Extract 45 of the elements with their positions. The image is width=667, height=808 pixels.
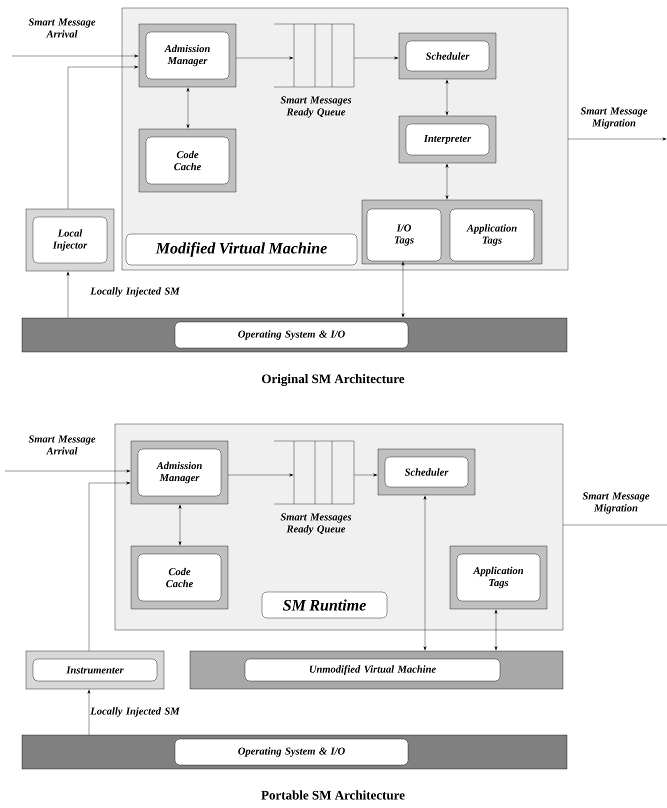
component-box: Code Cache xyxy=(130,546,228,610)
arrow xyxy=(402,262,404,318)
component-box: Scheduler xyxy=(378,448,476,496)
diagram-caption: Original SM Architecture xyxy=(262,374,404,386)
component-box: I/O Tags xyxy=(366,208,442,262)
queue-label: Smart Messages Ready Queue xyxy=(280,96,352,118)
layer-bar: Unmodified Virtual Machine xyxy=(190,650,564,690)
arrow xyxy=(12,54,138,58)
queue-label: Smart Messages Ready Queue xyxy=(280,513,352,535)
edge-label: Locally Injected SM xyxy=(90,707,180,717)
arrow xyxy=(88,690,90,735)
component-box: Scheduler xyxy=(398,32,496,80)
component-box: Admission Manager xyxy=(130,440,228,504)
edge-label: Smart Message Migration xyxy=(580,107,648,129)
queue-drawing xyxy=(274,24,354,88)
edge-label: Smart Message Migration xyxy=(582,492,650,514)
arrow xyxy=(178,504,182,546)
arrow xyxy=(228,474,294,477)
diagram-caption: Portable SM Architecture xyxy=(261,790,405,800)
arrow xyxy=(186,88,190,128)
arrow xyxy=(354,56,398,60)
edge-label: Locally Injected SM xyxy=(90,287,180,297)
arrow xyxy=(66,272,70,318)
layer-bar: Operating System & I/O xyxy=(22,318,568,352)
arrow xyxy=(446,80,449,116)
component-box: Local Injector xyxy=(26,208,114,272)
layer-bar: Operating System & I/O xyxy=(22,734,568,770)
component-box: Code Cache xyxy=(138,128,236,192)
arrow xyxy=(236,56,294,60)
component-box: Application Tags xyxy=(450,208,534,262)
component-box: Instrumenter xyxy=(26,650,164,690)
component-box: Admission Manager xyxy=(138,24,236,88)
arrow xyxy=(68,66,138,209)
arrow xyxy=(446,164,449,200)
queue-drawing xyxy=(274,440,354,504)
edge-label: Smart Message Arrival xyxy=(28,435,96,455)
arrow xyxy=(4,470,130,472)
arrow xyxy=(494,610,498,650)
component-box: Interpreter xyxy=(398,116,496,164)
arrow xyxy=(568,138,667,140)
arrow xyxy=(354,474,378,477)
component-box: Application Tags xyxy=(450,546,548,610)
edge-label: Smart Message Arrival xyxy=(28,18,96,38)
arrow xyxy=(424,496,426,650)
arrow xyxy=(88,482,130,651)
